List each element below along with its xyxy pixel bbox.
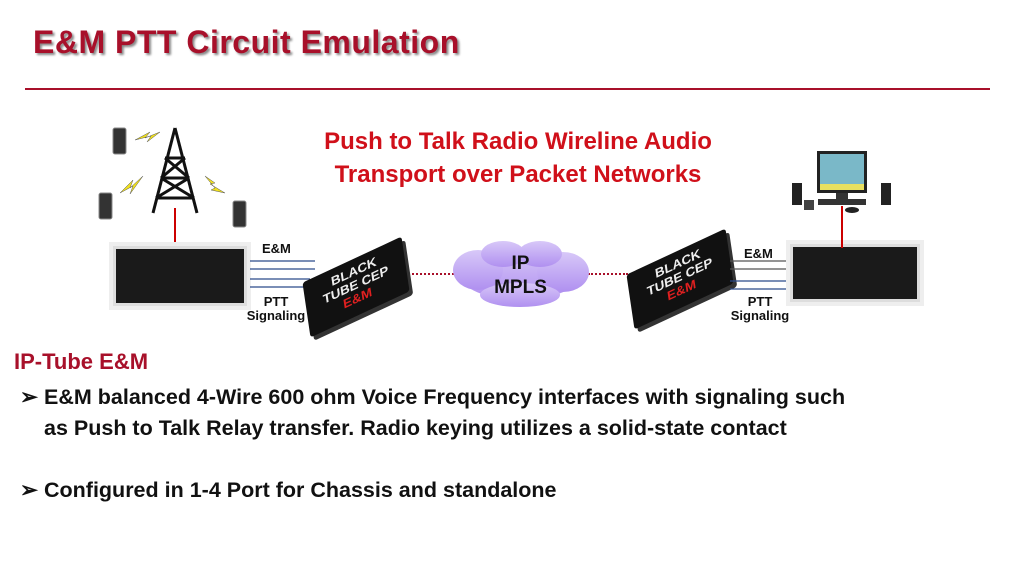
cloud-mpls: MPLS — [494, 277, 547, 298]
right-black-tube-cep-device: BLACK TUBE CEP E&M — [626, 228, 734, 330]
left-signaling-label: Signaling — [246, 308, 306, 323]
diagram-subtitle-line1: Push to Talk Radio Wireline Audio — [324, 128, 712, 155]
cloud-label: IP MPLS — [478, 252, 563, 300]
right-dashed-link — [588, 273, 628, 275]
left-dashed-link — [412, 273, 454, 275]
bullet-2: ➢Configured in 1-4 Port for Chassis and … — [20, 475, 556, 506]
diagram-subtitle-line2: Transport over Packet Networks — [334, 161, 702, 188]
bullet-1: ➢E&M balanced 4-Wire 600 ohm Voice Frequ… — [20, 382, 845, 444]
bullet-1-line2: as Push to Talk Relay transfer. Radio ke… — [44, 416, 787, 440]
ip-mpls-cloud-icon — [453, 241, 589, 307]
slide-title: E&M PTT Circuit Emulation — [33, 24, 460, 60]
arrow-bullet-icon: ➢ — [20, 385, 39, 409]
left-ptt-signaling-label: PTT Signaling — [243, 295, 309, 323]
right-ptt-signaling-label: PTT Signaling — [727, 295, 793, 323]
bullet-2-line1: Configured in 1-4 Port for Chassis and s… — [44, 478, 557, 502]
left-ptt-label: PTT — [263, 294, 289, 309]
left-radio-chassis — [113, 246, 247, 306]
bullet-1-line1: E&M balanced 4-Wire 600 ohm Voice Freque… — [44, 385, 846, 409]
section-title: IP-Tube E&M — [14, 349, 149, 374]
right-em-ptt-links — [730, 260, 800, 290]
title-divider — [25, 88, 990, 90]
right-ptt-label: PTT — [747, 294, 773, 309]
left-em-ptt-links — [250, 260, 315, 288]
left-black-tube-cep-device: BLACK TUBE CEP E&M — [302, 236, 410, 338]
arrow-bullet-icon: ➢ — [20, 478, 39, 502]
radio-tower-icon — [98, 127, 247, 243]
right-radio-chassis — [790, 244, 920, 302]
right-signaling-label: Signaling — [730, 308, 790, 323]
cloud-ip: IP — [511, 253, 530, 274]
left-em-label: E&M — [262, 241, 291, 256]
dispatch-console-icon — [792, 151, 891, 248]
right-em-label: E&M — [744, 246, 773, 261]
